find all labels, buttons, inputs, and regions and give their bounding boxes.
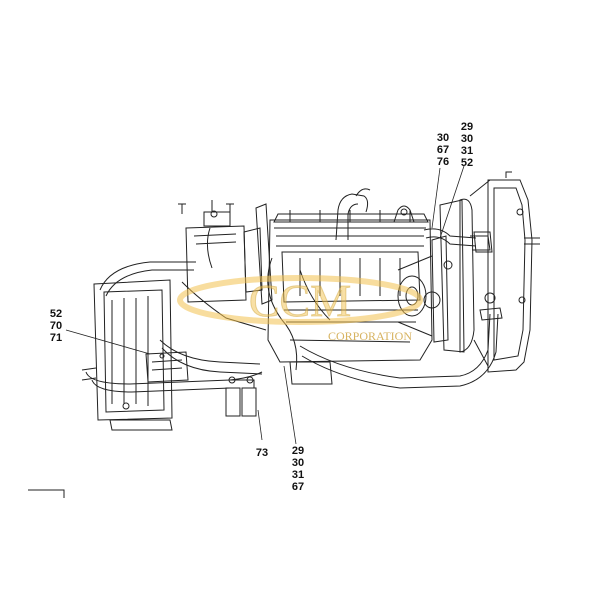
callout-number: 30 xyxy=(460,133,474,145)
reference-mark xyxy=(28,489,65,498)
lifting-eye xyxy=(393,205,415,223)
callout-number: 67 xyxy=(291,481,305,493)
watermark-logo xyxy=(177,275,423,325)
callout-number: 67 xyxy=(436,144,450,156)
adapter-plate xyxy=(431,199,491,353)
callout-number: 29 xyxy=(291,445,305,457)
mounting-bracket xyxy=(145,351,189,383)
callout-number: 71 xyxy=(49,332,63,344)
callout-stack-top-left: 30 67 76 xyxy=(431,132,455,168)
oil-pan xyxy=(289,361,333,385)
callout-number: 76 xyxy=(436,156,450,168)
callout-stack-bottom: 29 30 31 67 xyxy=(286,445,310,493)
callout-number: 70 xyxy=(49,320,63,332)
callout-number: 30 xyxy=(436,132,450,144)
upper-coolant-pipe xyxy=(423,228,493,253)
callout-number: 73 xyxy=(255,447,269,459)
oil-filters xyxy=(225,376,257,417)
watermark-subtext: CORPORATION xyxy=(328,329,412,343)
callout-bottom-single: 73 xyxy=(250,447,274,459)
callout-number: 31 xyxy=(460,145,474,157)
callout-number: 52 xyxy=(49,308,63,320)
leader-lines xyxy=(65,165,465,445)
intake-tube xyxy=(335,188,371,241)
watermark-text: CCM xyxy=(249,275,351,326)
lower-coolant-pipe xyxy=(299,307,503,389)
callout-number: 30 xyxy=(291,457,305,469)
radiator xyxy=(81,279,173,431)
callout-number: 31 xyxy=(291,469,305,481)
expansion-tank xyxy=(178,200,247,303)
callout-number: 52 xyxy=(460,157,474,169)
callout-stack-top-right: 29 30 31 52 xyxy=(455,121,479,169)
flywheel-housing xyxy=(459,171,540,373)
callout-number: 29 xyxy=(460,121,474,133)
callout-stack-left: 52 70 71 xyxy=(44,308,68,344)
